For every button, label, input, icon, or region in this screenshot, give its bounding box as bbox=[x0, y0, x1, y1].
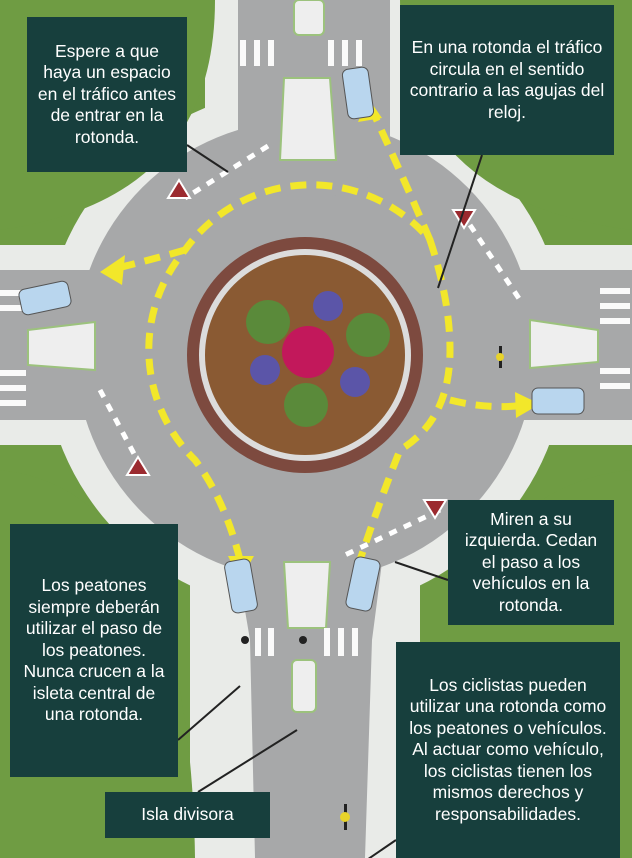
callout-pedestrians: Los peatones siempre deberán utilizar el… bbox=[10, 524, 178, 777]
callout-counterclockwise: En una rotonda el tráfico circula en el … bbox=[400, 5, 614, 155]
splitter-islands bbox=[27, 0, 599, 713]
plants bbox=[246, 291, 390, 427]
callout-look-left: Miren a su izquierda. Cedan el paso a lo… bbox=[448, 500, 614, 625]
traffic-arrows bbox=[109, 108, 526, 562]
callout-splitter-island: Isla divisora bbox=[105, 792, 270, 838]
cars bbox=[18, 66, 585, 614]
pedestrian-icons bbox=[241, 636, 307, 644]
callout-leader-lines bbox=[177, 144, 483, 858]
callout-wait-for-gap: Espere a que haya un espacio en el tráfi… bbox=[27, 17, 187, 172]
crosswalks bbox=[0, 40, 630, 656]
cyclist-icons bbox=[340, 346, 504, 830]
callout-cyclists: Los ciclistas pueden utilizar una rotond… bbox=[396, 642, 620, 858]
yield-sign-icons bbox=[125, 178, 477, 520]
